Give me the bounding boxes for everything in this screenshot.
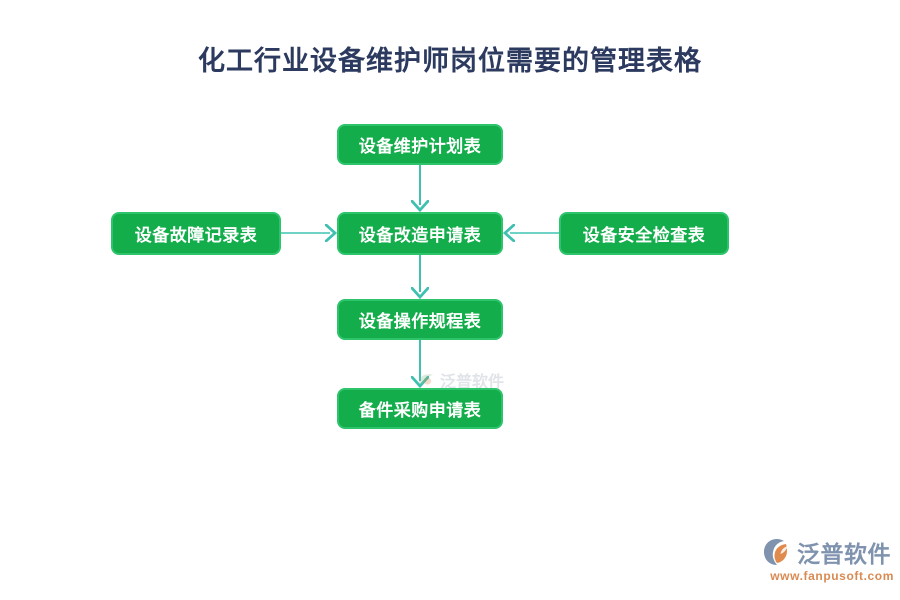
brand-url: www.fanpusoft.com: [770, 569, 894, 583]
node-spare-parts-purchase-application[interactable]: 备件采购申请表: [337, 388, 503, 429]
node-equipment-maintenance-plan[interactable]: 设备维护计划表: [337, 124, 503, 165]
page-title: 化工行业设备维护师岗位需要的管理表格: [198, 46, 702, 76]
brand-logo: 泛普软件 www.fanpusoft.com: [762, 536, 894, 588]
watermark-logo-icon: [419, 374, 433, 385]
brand-logo-row: 泛普软件: [762, 536, 894, 568]
node-equipment-fault-record[interactable]: 设备故障记录表: [111, 212, 281, 255]
node-equipment-safety-inspection[interactable]: 设备安全检查表: [559, 212, 729, 255]
fanpu-logo-icon: [764, 539, 788, 565]
node-equipment-retrofit-application[interactable]: 设备改造申请表: [337, 212, 503, 255]
brand-name: 泛普软件: [797, 541, 891, 567]
node-equipment-operating-procedure[interactable]: 设备操作规程表: [337, 299, 503, 340]
